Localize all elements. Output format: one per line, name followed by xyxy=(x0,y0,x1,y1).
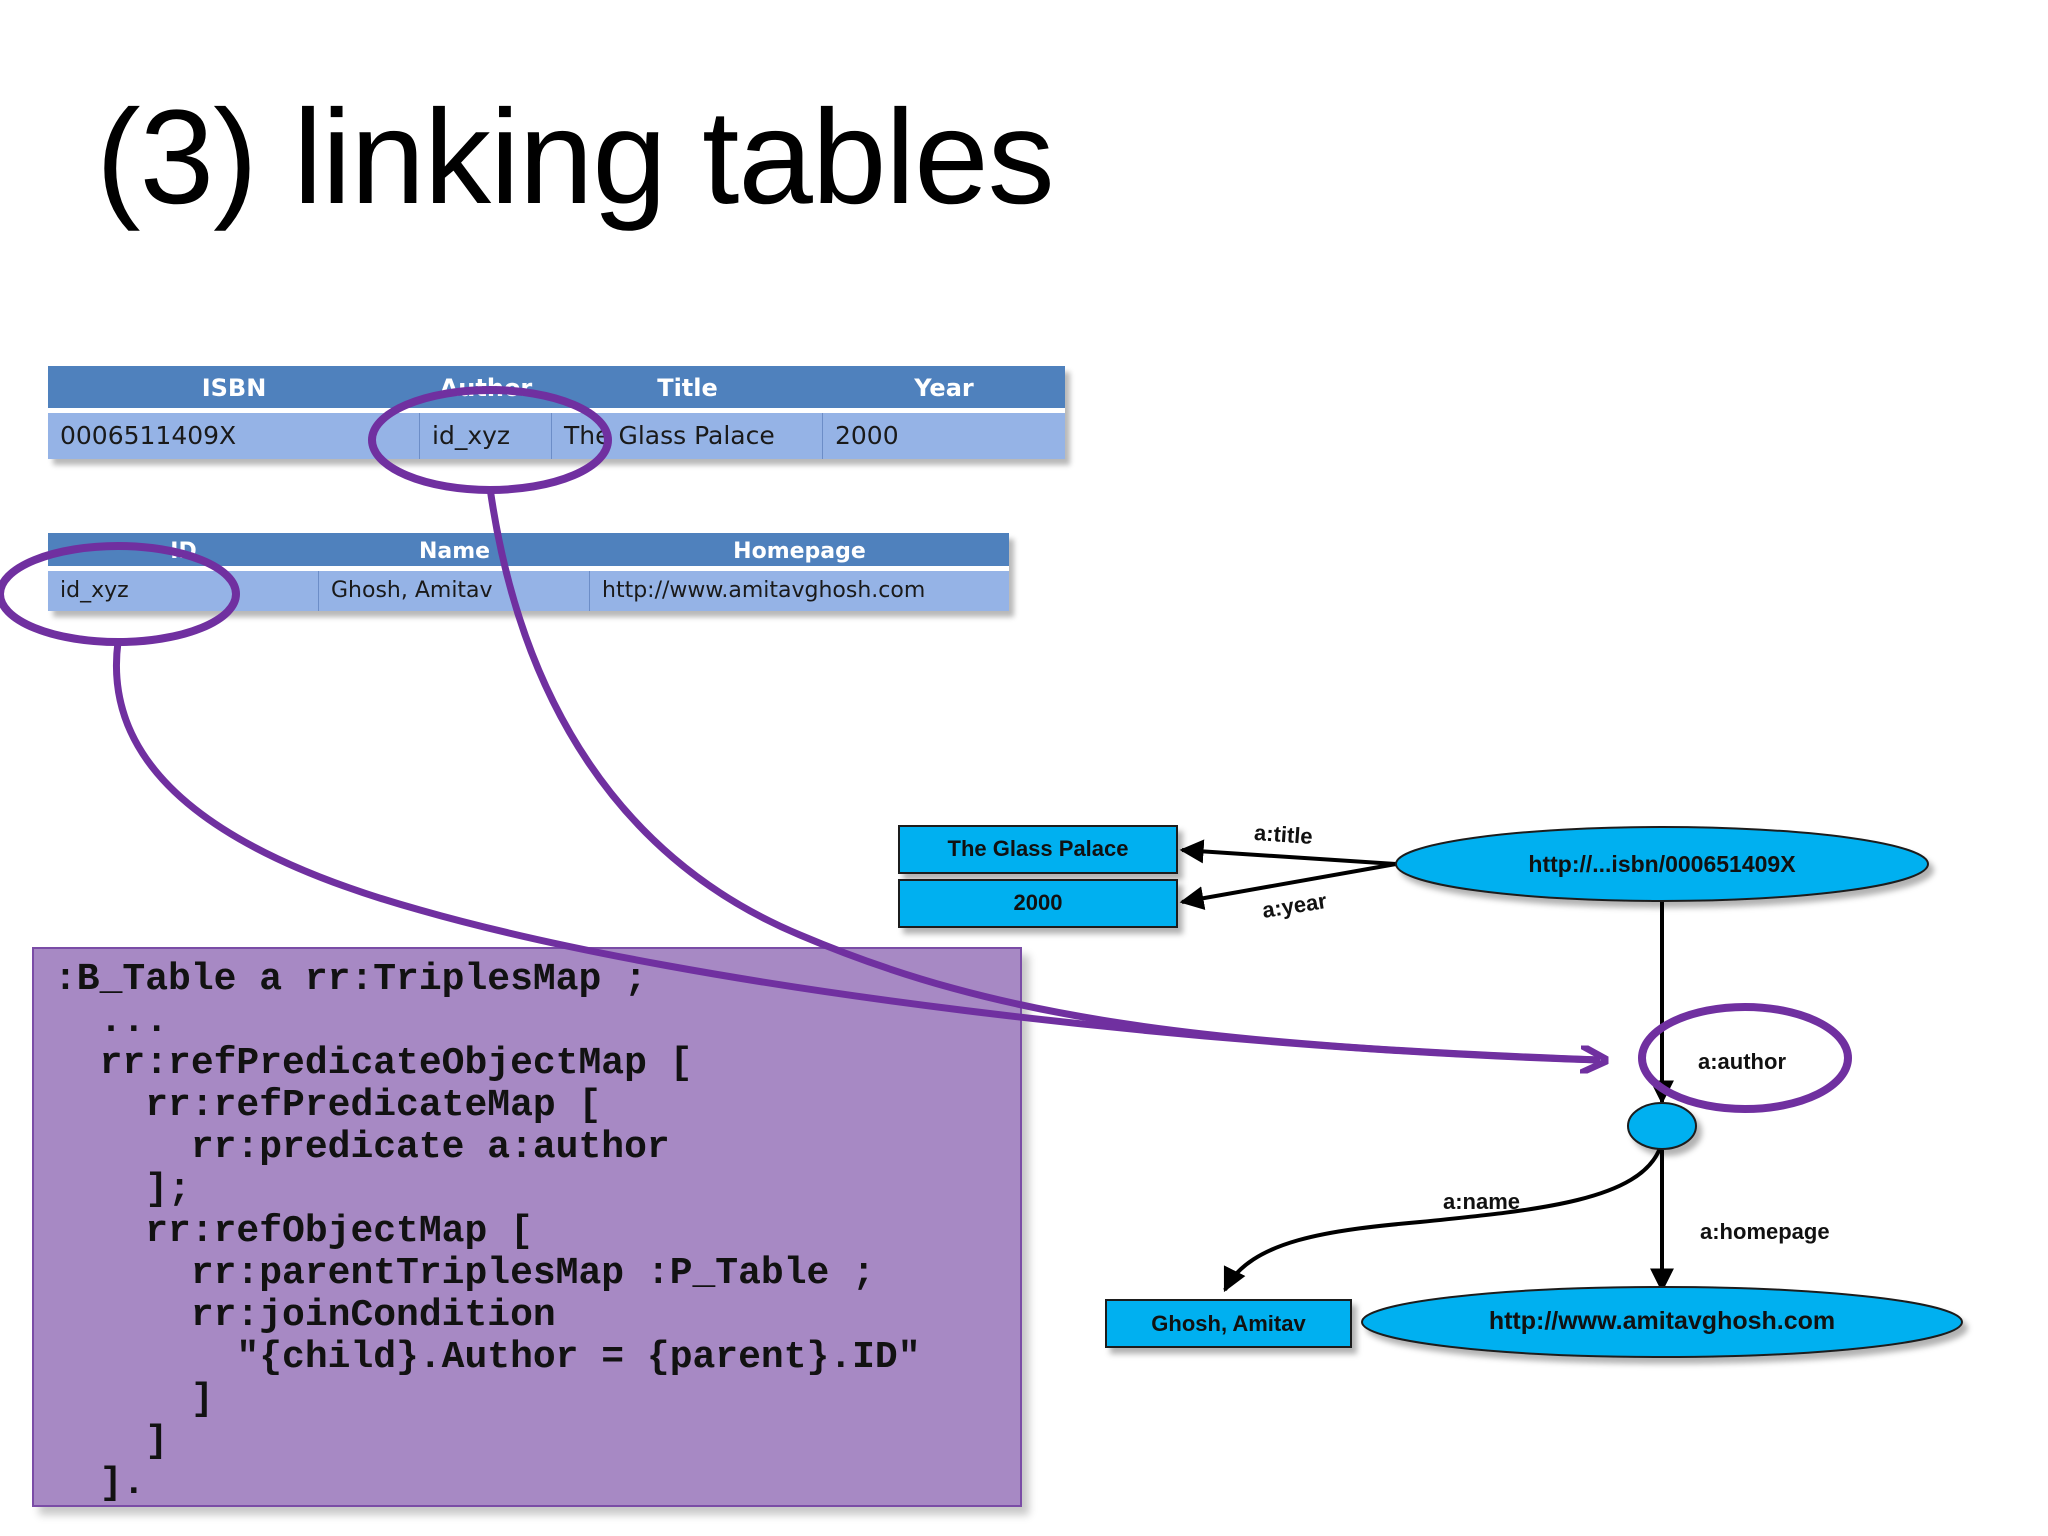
book-header-year: Year xyxy=(914,374,974,402)
node-book-uri-text: http://...isbn/000651409X xyxy=(1528,851,1796,877)
node-author-blank xyxy=(1627,1102,1697,1150)
node-year-literal-text: 2000 xyxy=(1013,890,1063,915)
edge-label-name: a:name xyxy=(1443,1189,1521,1214)
book-header-isbn: ISBN xyxy=(201,374,267,402)
edge-label-author: a:author xyxy=(1698,1049,1786,1074)
edge-label-title: a:title xyxy=(1253,819,1314,850)
person-cell-name: Ghosh, Amitav xyxy=(319,571,590,611)
edge-name xyxy=(1223,1147,1662,1293)
node-homepage-uri-text: http://www.amitavghosh.com xyxy=(1488,1307,1836,1335)
edge-title xyxy=(1179,839,1397,866)
book-header-title: Title xyxy=(657,374,718,402)
book-cell-year: 2000 xyxy=(835,421,899,450)
node-title-literal-text: The Glass Palace xyxy=(947,836,1129,861)
node-homepage-uri xyxy=(1361,1286,1963,1358)
person-header-name: Name xyxy=(418,539,491,564)
node-name-literal xyxy=(1105,1299,1352,1348)
edge-label-homepage: a:homepage xyxy=(1700,1219,1830,1244)
node-name-literal-text: Ghosh, Amitav xyxy=(1151,1311,1306,1336)
slide-title: (3) linking tables xyxy=(96,83,1055,232)
